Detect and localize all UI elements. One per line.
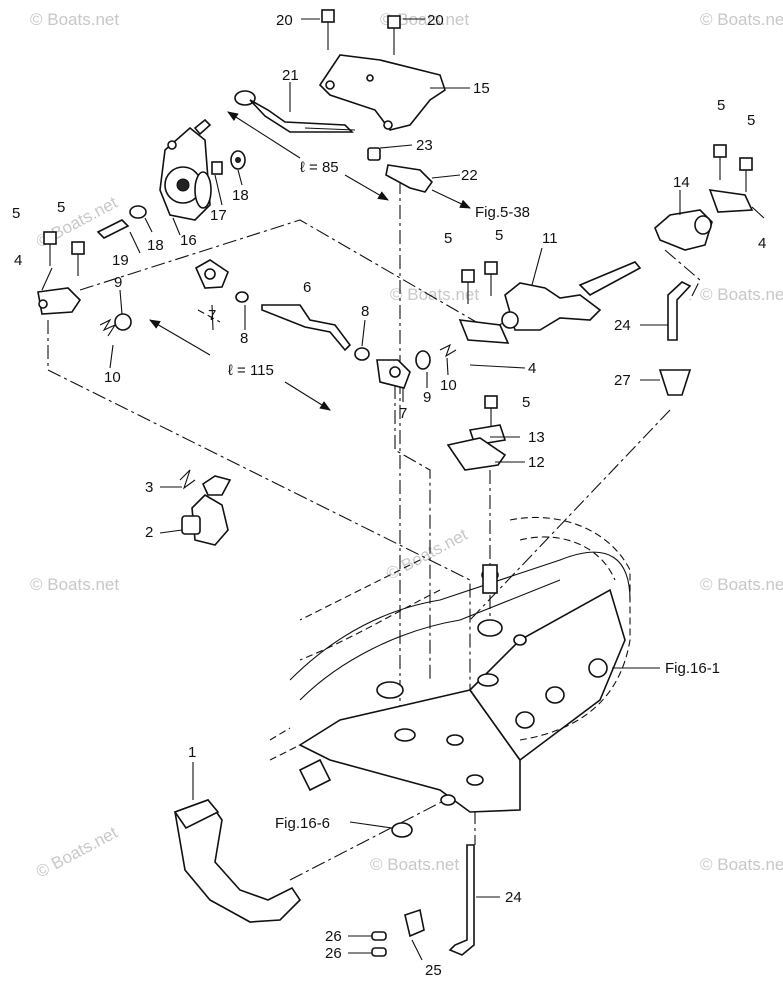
callout-23: 23 — [416, 137, 433, 154]
callout-24: 24 — [505, 889, 522, 906]
svg-text:© Boats.net: © Boats.net — [30, 10, 119, 29]
callout-5: 5 — [747, 112, 755, 129]
callout-7: 7 — [208, 307, 216, 324]
svg-text:© Boats.net: © Boats.net — [383, 525, 471, 584]
callout-labels: 20 20 21 15 23 22 ℓ = 85 Fig.5-38 5 5 14… — [12, 12, 766, 979]
bolts — [43, 9, 753, 428]
link-rod-part-6 — [99, 259, 457, 389]
callout-18: 18 — [232, 187, 249, 204]
callout-8: 8 — [361, 303, 369, 320]
callout-22: 22 — [461, 167, 478, 184]
callout-27: 27 — [614, 372, 631, 389]
callout-7: 7 — [399, 405, 407, 422]
small-hardware-upper — [96, 147, 434, 239]
bracket-part-15 — [318, 54, 446, 131]
svg-text:© Boats.net: © Boats.net — [700, 575, 783, 594]
svg-text:© Boats.net: © Boats.net — [700, 855, 783, 874]
callout-20: 20 — [276, 12, 293, 29]
lever-part-2 — [179, 469, 232, 546]
reference-fig-5-38[interactable]: Fig.5-38 — [475, 204, 530, 221]
callout-26: 26 — [325, 945, 342, 962]
callout-18: 18 — [147, 237, 164, 254]
callout-20: 20 — [427, 12, 444, 29]
clamps-part-4 — [37, 189, 754, 344]
svg-text:© Boats.net: © Boats.net — [700, 285, 783, 304]
callout-11: 11 — [542, 230, 558, 247]
callout-2: 2 — [145, 524, 153, 541]
dimension-115: ℓ = 115 — [228, 362, 274, 379]
callout-19: 19 — [112, 252, 129, 269]
callout-25: 25 — [425, 962, 442, 979]
rod-part-21 — [234, 90, 356, 133]
callout-24: 24 — [614, 317, 631, 334]
callout-5: 5 — [444, 230, 452, 247]
reference-fig-16-6[interactable]: Fig.16-6 — [275, 815, 330, 832]
callout-4: 4 — [758, 235, 766, 252]
callout-10: 10 — [440, 377, 457, 394]
callout-4: 4 — [14, 252, 22, 269]
callout-4: 4 — [528, 360, 536, 377]
callout-17: 17 — [210, 207, 227, 224]
shift-assembly-part-11 — [501, 261, 642, 331]
handle-part-1 — [173, 799, 302, 923]
throttle-lever-part-16 — [159, 118, 212, 221]
wire-part-24-upper — [658, 281, 692, 396]
callout-5: 5 — [717, 97, 725, 114]
callout-9: 9 — [114, 274, 122, 291]
svg-text:© Boats.net: © Boats.net — [700, 10, 783, 29]
leader-lines — [41, 18, 765, 961]
callout-15: 15 — [473, 80, 490, 97]
callout-26: 26 — [325, 928, 342, 945]
lower-bracket-assembly — [269, 516, 631, 813]
callout-10: 10 — [104, 369, 121, 386]
callout-5: 5 — [12, 205, 20, 222]
callout-5: 5 — [57, 199, 65, 216]
callout-6: 6 — [303, 279, 311, 296]
callout-1: 1 — [188, 744, 196, 761]
callout-13: 13 — [528, 429, 545, 446]
plates-part-12-13 — [446, 424, 507, 471]
callout-5: 5 — [495, 227, 503, 244]
dimension-arrows — [149, 111, 471, 411]
dimension-85: ℓ = 85 — [300, 159, 339, 176]
svg-text:© Boats.net: © Boats.net — [370, 855, 459, 874]
bracket-part-14 — [654, 209, 713, 251]
lower-rod-part-24 — [371, 822, 475, 957]
svg-text:© Boats.net: © Boats.net — [30, 575, 119, 594]
callout-16: 16 — [180, 232, 197, 249]
callout-9: 9 — [423, 389, 431, 406]
svg-text:© Boats.net: © Boats.net — [390, 285, 479, 304]
svg-text:© Boats.net: © Boats.net — [33, 823, 121, 882]
callout-3: 3 — [145, 479, 153, 496]
callout-8: 8 — [240, 330, 248, 347]
reference-fig-16-1[interactable]: Fig.16-1 — [665, 660, 720, 677]
callout-14: 14 — [673, 174, 690, 191]
callout-12: 12 — [528, 454, 545, 471]
callout-21: 21 — [282, 67, 299, 84]
callout-5: 5 — [522, 394, 530, 411]
